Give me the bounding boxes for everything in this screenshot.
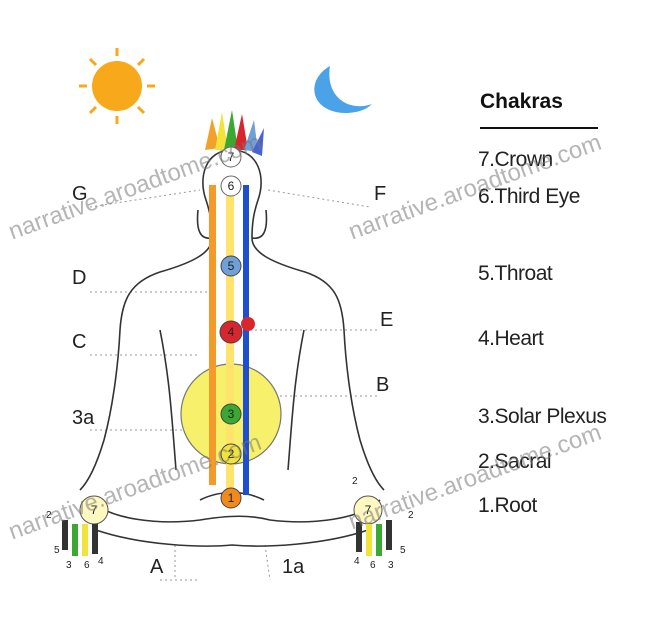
left-finger-number: 5 xyxy=(54,545,60,556)
chakra-number-5: 5 xyxy=(228,259,235,273)
right-hand xyxy=(353,495,392,556)
point-label-e: E xyxy=(380,309,394,331)
left-hand-number: 7 xyxy=(91,503,98,517)
point-label-b: B xyxy=(376,374,390,396)
left-hand xyxy=(62,495,109,556)
point-label-c: C xyxy=(72,331,87,353)
legend-underline xyxy=(480,127,598,129)
right-finger-number: 6 xyxy=(370,560,376,571)
left-finger-number: 6 xyxy=(84,560,90,571)
legend-item-sacral: 2.Sacral xyxy=(478,450,552,473)
right-hand-number: 7 xyxy=(365,503,372,517)
right-finger-number: 2 xyxy=(352,476,358,487)
chakra-number-2: 2 xyxy=(228,447,235,461)
body-outline xyxy=(79,149,385,547)
right-finger-number: 3 xyxy=(388,560,394,571)
left-finger-number: 2 xyxy=(46,510,52,521)
sun-icon xyxy=(79,48,155,124)
chakra-number-3: 3 xyxy=(228,407,235,421)
legend-item-heart: 4.Heart xyxy=(478,327,544,350)
legend-title: Chakras xyxy=(480,90,563,113)
chakra-number-1: 1 xyxy=(228,491,235,505)
chakra-number-6: 6 xyxy=(228,179,235,193)
point-label-f: F xyxy=(374,183,387,205)
moon-icon xyxy=(314,66,372,113)
point-label-d: D xyxy=(72,267,87,289)
chakra-number-7: 7 xyxy=(228,150,235,164)
left-finger-number: 3 xyxy=(66,560,72,571)
right-finger-number: 4 xyxy=(354,556,360,567)
legend-item-root: 1.Root xyxy=(478,494,537,517)
legend-item-solar-plexus: 3.Solar Plexus xyxy=(478,405,607,428)
chakra-circles xyxy=(219,146,255,509)
left-finger-number: 4 xyxy=(98,556,104,567)
right-finger-number: 5 xyxy=(400,545,406,556)
point-label-a: A xyxy=(150,556,164,578)
point-label-g: G xyxy=(72,183,88,205)
point-label-1a: 1a xyxy=(282,556,305,578)
legend-item-throat: 5.Throat xyxy=(478,262,553,285)
crown-lotus-icon xyxy=(205,110,264,156)
legend-item-third-eye: 6.Third Eye xyxy=(478,185,580,208)
chakra-number-4: 4 xyxy=(228,325,235,339)
point-label-3a: 3a xyxy=(72,407,95,429)
legend-item-crown: 7.Crown xyxy=(478,148,553,171)
guide-lines xyxy=(89,189,380,581)
right-finger-number: 2 xyxy=(408,510,414,521)
